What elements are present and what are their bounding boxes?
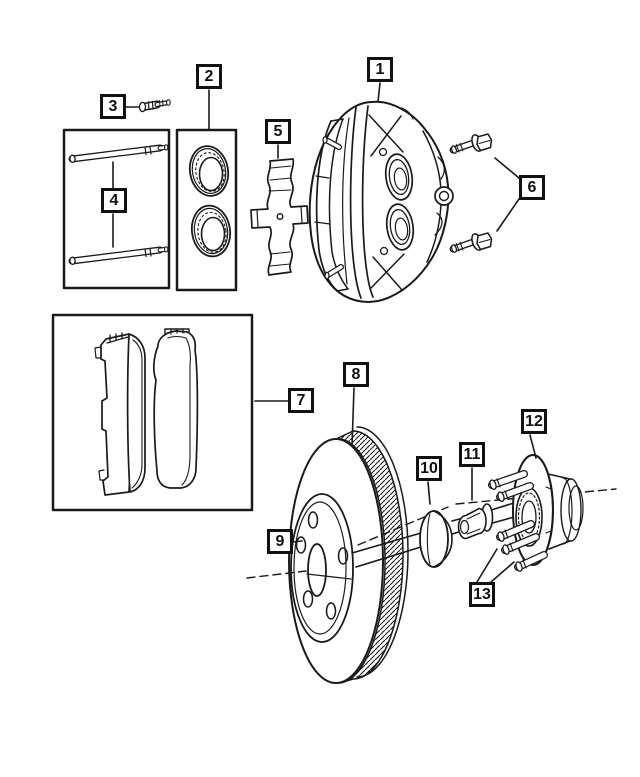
guide-pin-kit-box: [62, 128, 169, 290]
callout-11[interactable]: 11: [459, 442, 485, 467]
callout-8-leader: [351, 387, 355, 447]
spindle-nut-drawing: [457, 503, 494, 540]
piston-seal-lower: [190, 204, 232, 258]
anti-rattle-spring-drawing: [250, 158, 309, 276]
bleeder-screw-drawing: [138, 99, 171, 113]
callout-13[interactable]: 13: [469, 582, 495, 607]
callout-leader-lines: [112, 82, 537, 583]
callout-4[interactable]: 4: [101, 188, 127, 213]
rotor-hub-hat: [290, 493, 354, 643]
rotor-bolt-hole: [295, 536, 307, 554]
callout-8[interactable]: 8: [343, 362, 369, 387]
rotor-face: [288, 438, 384, 684]
callout-9-leader: [292, 540, 303, 543]
seal-kit-box: [175, 128, 238, 292]
rotor-bolt-hole: [325, 602, 337, 620]
dust-cap-drawing: [419, 510, 453, 568]
callout-1[interactable]: 1: [367, 57, 393, 82]
wheel-studs-drawing: [488, 470, 548, 572]
brake-pad-right: [152, 328, 199, 489]
rotor-center-bore: [307, 543, 327, 597]
caliper-bolts-drawing: [451, 133, 492, 252]
caliper-bleeder-stub-bottom: [324, 264, 344, 280]
callout-12[interactable]: 12: [521, 409, 547, 434]
callout-2[interactable]: 2: [196, 64, 222, 89]
callout-6-leader-down: [496, 198, 520, 232]
rotor-drawing: [288, 426, 409, 684]
rotor-bolt-hole: [302, 590, 314, 608]
hub-bearing-drawing: [512, 454, 584, 566]
callout-9[interactable]: 9: [267, 529, 293, 554]
rotor-bolt-hole: [337, 547, 349, 565]
callout-1-leader: [377, 82, 381, 103]
piston-seal-upper-inner: [198, 156, 224, 192]
callout-12-leader: [529, 434, 537, 459]
callout-5[interactable]: 5: [265, 119, 291, 144]
callout-13-leader-b: [490, 561, 515, 583]
brake-pads-box: [51, 313, 254, 512]
callout-7[interactable]: 7: [288, 388, 314, 413]
callout-13-leader-a: [476, 548, 498, 583]
callout-3[interactable]: 3: [100, 94, 126, 119]
brake-pad-left: [94, 332, 146, 496]
callout-10-leader: [427, 481, 431, 505]
banjo-fitting-ring: [434, 186, 454, 206]
callout-10[interactable]: 10: [416, 456, 442, 481]
callout-6[interactable]: 6: [519, 175, 545, 200]
caliper-drawing: [308, 100, 454, 303]
caliper-bleeder-stub-top: [322, 136, 342, 150]
piston-seal-lower-inner: [200, 216, 226, 252]
rotor-bolt-hole: [307, 511, 319, 529]
piston-seal-upper: [188, 145, 230, 197]
callout-6-leader-up: [494, 157, 520, 179]
